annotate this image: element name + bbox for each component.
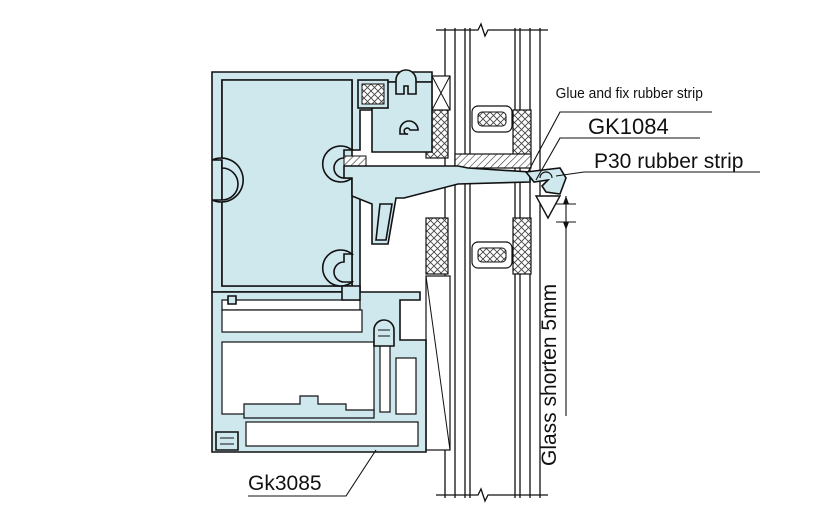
lower-frame-profile bbox=[211, 285, 427, 453]
leader-lines bbox=[248, 111, 760, 497]
setting-block-top bbox=[431, 75, 451, 111]
setting-block-bottom bbox=[425, 275, 451, 451]
sealant-top-inner bbox=[512, 109, 532, 159]
sealant-bottom-inner bbox=[512, 217, 532, 275]
glue-rubber-strip bbox=[454, 153, 532, 169]
label-glass-shorten: Glass shorten 5mm bbox=[538, 284, 561, 466]
upper-frame-profile bbox=[211, 69, 531, 301]
label-p30: P30 rubber strip bbox=[594, 150, 743, 173]
p30-rubber-strip bbox=[524, 167, 567, 220]
label-gk1084: GK1084 bbox=[588, 114, 669, 139]
spacer-top bbox=[471, 105, 513, 133]
label-glue-fix: Glue and fix rubber strip bbox=[556, 86, 703, 103]
label-gk3085: Gk3085 bbox=[248, 472, 322, 495]
spacer-bottom bbox=[471, 241, 513, 269]
sealant-bottom-outer bbox=[425, 217, 449, 275]
glass-unit bbox=[425, 22, 548, 503]
zigzag-break-icon bbox=[436, 22, 548, 503]
